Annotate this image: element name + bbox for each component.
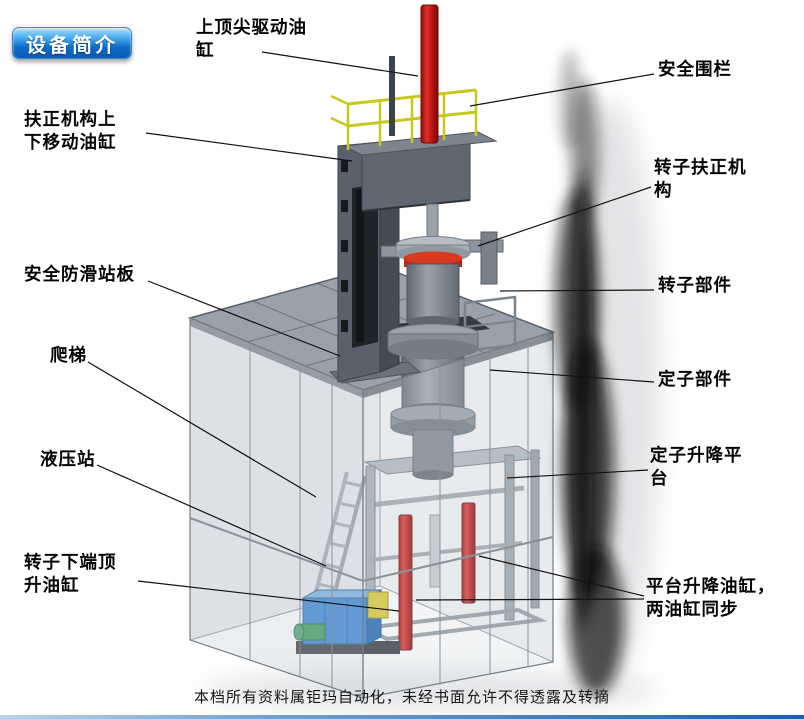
label-safety-fence: 安全围栏 xyxy=(658,59,732,79)
enclosure-front xyxy=(189,317,554,699)
press-head xyxy=(342,131,498,212)
label-antislip-standing-board: 安全防滑站板 xyxy=(24,264,135,284)
leader-rotor-bottom-jack-cylinder xyxy=(137,580,400,612)
leader-rotor-part xyxy=(499,289,655,292)
shadow-smudge xyxy=(555,50,624,695)
label-stator-lift-platform: 定子升降平 台 xyxy=(650,445,743,489)
leader-rotor-centering-mechanism xyxy=(477,186,652,247)
label-rotor-centering-mechanism: 转子扶正机 构 xyxy=(654,157,747,201)
leader-top-tip-drive-cylinder xyxy=(261,51,419,77)
title-badge: 设备简介 xyxy=(12,27,132,59)
bottom-accent-bar xyxy=(0,715,804,719)
footer-copyright: 本档所有资料属钜玛自动化，未经书面允许不得透露及转摘 xyxy=(193,689,610,706)
leader-antislip-standing-board xyxy=(147,280,341,357)
label-top-tip-drive-cylinder: 上顶尖驱动油 缸 xyxy=(196,17,307,61)
safety-railing xyxy=(330,88,478,150)
leader-safety-fence xyxy=(469,73,655,107)
label-stator-part: 定子部件 xyxy=(658,369,732,389)
top-cylinder-rod xyxy=(389,4,439,144)
rotor-assembly xyxy=(380,203,504,359)
leader-stator-lift-platform xyxy=(506,469,649,479)
lower-cylinders xyxy=(398,502,476,651)
leader-stator-part xyxy=(489,369,655,383)
label-centering-updown-cylinder: 扶正机构上 下移动油缸 xyxy=(24,109,117,153)
leader-platform-cylinder-b xyxy=(415,598,645,601)
leader-hydraulic-station xyxy=(96,464,327,567)
label-rotor-bottom-jack-cylinder: 转子下端顶 升油缸 xyxy=(24,552,117,596)
leader-lines xyxy=(87,51,655,612)
press-column xyxy=(328,141,422,384)
hydraulic-unit xyxy=(293,589,400,654)
leader-ladder xyxy=(87,361,317,498)
label-platform-lift-cylinders: 平台升降油缸， 两油缸同步 xyxy=(646,576,776,620)
leader-platform-cylinder-a xyxy=(478,555,645,597)
leader-centering-updown-cylinder xyxy=(145,132,353,162)
label-rotor-part: 转子部件 xyxy=(658,275,732,295)
label-ladder: 爬梯 xyxy=(50,345,87,365)
label-hydraulic-station: 液压站 xyxy=(40,449,96,469)
